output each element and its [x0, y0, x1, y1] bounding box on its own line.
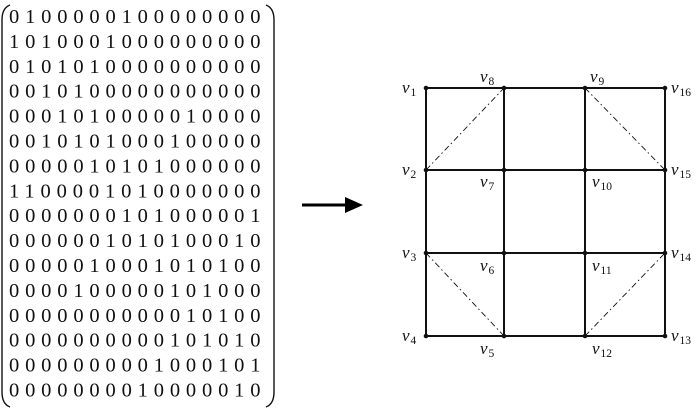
matrix-left-bracket	[1, 4, 11, 408]
adjacency-matrix: 0100000100000000 1010001000000000 01010100…	[1, 4, 275, 408]
vertex-v9	[582, 85, 588, 91]
vertex-label-v6: v6	[480, 256, 495, 277]
vertex-label-main: v	[671, 243, 679, 262]
vertex-v2	[423, 167, 429, 173]
dashed-edge-v3-v5	[425, 252, 505, 337]
vertex-label-subscript: 2	[411, 169, 417, 181]
vertex-label-v3: v3	[402, 243, 417, 264]
vertex-label-main: v	[592, 256, 600, 275]
vertex-label-subscript: 5	[489, 348, 495, 360]
transform-arrow	[302, 197, 363, 213]
matrix-row: 0101010000000000	[9, 56, 261, 78]
dashed-edge-v9-v15	[584, 87, 666, 171]
vertex-label-subscript: 16	[680, 87, 692, 99]
vertex-label-main: v	[480, 67, 488, 86]
matrix-row: 0000000101000001	[9, 205, 261, 227]
vertex-label-main: v	[402, 326, 410, 345]
matrix-row: 0000000001000101	[9, 355, 261, 377]
vertex-label-subscript: 4	[411, 335, 417, 347]
vertex-label-subscript: 6	[489, 265, 495, 277]
vertex-label-subscript: 12	[601, 348, 613, 360]
matrix-row: 0000010101000000	[9, 155, 261, 177]
vertex-label-main: v	[671, 160, 679, 179]
vertex-label-v9: v9	[590, 67, 605, 88]
matrix-row: 0000010001010100	[9, 255, 261, 277]
matrix-row: 0100000100000000	[9, 6, 261, 28]
vertex-label-main: v	[671, 326, 679, 345]
vertex-v3	[423, 250, 429, 256]
matrix-row: 1010001000000000	[9, 31, 261, 53]
matrix-row: 1100001010000000	[9, 180, 261, 202]
vertex-v13	[662, 333, 668, 339]
arrow-head	[345, 197, 363, 213]
vertex-label-v7: v7	[480, 172, 495, 193]
vertex-label-main: v	[402, 160, 410, 179]
vertex-label-subscript: 8	[489, 76, 495, 88]
vertex-v5	[501, 333, 507, 339]
vertex-label-v12: v12	[592, 339, 612, 360]
vertex-label-subscript: 9	[599, 76, 605, 88]
vertex-label-subscript: 15	[680, 169, 692, 181]
matrix-row: 0000100000101000	[9, 280, 261, 302]
vertex-v15	[662, 167, 668, 173]
vertex-label-main: v	[590, 67, 598, 86]
vertex-label-main: v	[480, 339, 488, 358]
vertex-v10	[582, 167, 588, 173]
vertex-dots	[423, 85, 668, 339]
vertex-label-subscript: 3	[411, 252, 417, 264]
matrix-rows: 0100000100000000 1010001000000000 01010100…	[9, 6, 261, 402]
vertex-v6	[501, 250, 507, 256]
vertex-label-v8: v8	[480, 67, 495, 88]
vertex-label-subscript: 10	[601, 181, 613, 193]
dashed-edges	[425, 87, 666, 337]
vertex-label-v13: v13	[671, 326, 691, 347]
vertex-label-main: v	[480, 256, 488, 275]
vertex-label-main: v	[402, 243, 410, 262]
vertex-label-v14: v14	[671, 243, 691, 264]
dashed-edge-v12-v14	[584, 252, 666, 337]
vertex-label-main: v	[592, 172, 600, 191]
vertex-v7	[501, 167, 507, 173]
matrix-row: 0000001010100010	[9, 230, 261, 252]
dashed-edge-v2-v8	[425, 87, 505, 171]
vertex-label-subscript: 1	[411, 87, 417, 99]
vertex-v11	[582, 250, 588, 256]
matrix-row: 0000000000010100	[9, 305, 261, 327]
vertex-label-subscript: 11	[601, 265, 612, 277]
vertex-label-subscript: 7	[489, 181, 495, 193]
matrix-row: 0000000010000010	[9, 380, 261, 402]
vertex-v4	[423, 333, 429, 339]
vertex-v1	[423, 85, 429, 91]
vertex-label-v16: v16	[671, 78, 691, 99]
vertex-v12	[582, 333, 588, 339]
matrix-right-bracket	[265, 4, 275, 408]
matrix-row: 0001010000010000	[9, 106, 261, 128]
vertex-label-main: v	[592, 339, 600, 358]
vertex-label-main: v	[480, 172, 488, 191]
vertex-label-v5: v5	[480, 339, 495, 360]
vertex-label-subscript: 13	[680, 335, 692, 347]
matrix-row: 0010100000000000	[9, 81, 261, 103]
vertex-label-v11: v11	[592, 256, 612, 277]
vertex-label-v4: v4	[402, 326, 417, 347]
matrix-row: 0010101000100000	[9, 131, 261, 153]
vertex-label-v10: v10	[592, 172, 612, 193]
vertex-label-main: v	[402, 78, 410, 97]
vertex-label-v15: v15	[671, 160, 691, 181]
vertex-label-v2: v2	[402, 160, 417, 181]
matrix-row: 0000000000101010	[9, 330, 261, 352]
vertex-v16	[662, 85, 668, 91]
vertex-label-subscript: 14	[680, 252, 692, 264]
solid-edges	[425, 87, 666, 337]
vertex-v14	[662, 250, 668, 256]
vertex-label-main: v	[671, 78, 679, 97]
vertex-v8	[501, 85, 507, 91]
vertex-label-v1: v1	[402, 78, 417, 99]
